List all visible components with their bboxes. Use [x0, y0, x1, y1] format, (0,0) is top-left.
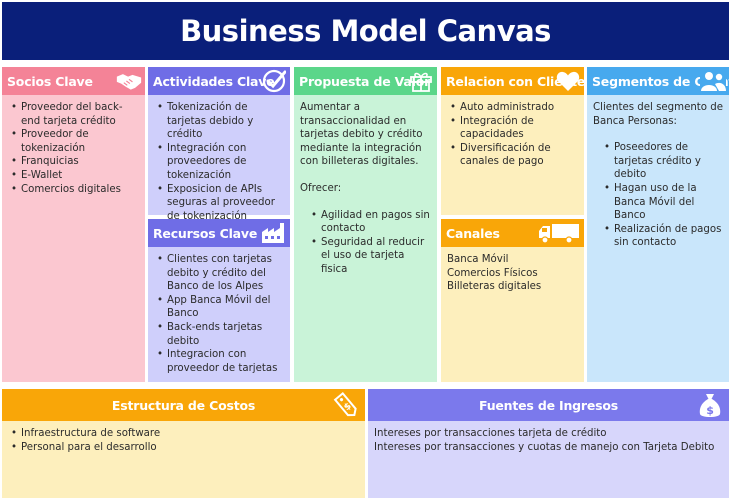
list-item: Comercios digitales: [8, 183, 139, 197]
truck-icon: [537, 221, 581, 245]
list-item: Seguridad al reducir el uso de tarjeta f…: [308, 236, 431, 277]
ingresos-line: Intereses por transacciones y cuotas de …: [374, 441, 715, 453]
list-item: Realización de pagos sin contacto: [601, 223, 723, 250]
list-item: Proveedor del back-end tarjeta crédito: [8, 101, 139, 128]
recursos-clave-title: Recursos Clave: [153, 225, 258, 241]
money-bag-icon: $: [697, 391, 723, 419]
page-title: Business Model Canvas: [180, 14, 551, 48]
list-item: Hagan uso de la Banca Móvil del Banco: [601, 182, 723, 223]
relacion-clientes-title: Relacion con Clientes: [446, 73, 584, 89]
fuentes-ingresos-block: Fuentes de Ingresos $ Intereses por tran…: [368, 389, 729, 498]
recursos-clave-block: Recursos Clave Clientes con tarjetas deb…: [148, 219, 290, 382]
list-item: E-Wallet: [8, 169, 139, 183]
list-item: Franquicias: [8, 155, 139, 169]
list-item: Auto administrado: [447, 101, 578, 115]
users-icon: [700, 69, 726, 93]
relacion-clientes-block: Relacion con Clientes Auto administrado …: [441, 67, 584, 215]
actividades-clave-title: Actividades Clave: [153, 73, 275, 89]
svg-text:$: $: [342, 402, 353, 414]
estructura-costos-block: Estructura de Costos $ Infraestructura d…: [2, 389, 365, 498]
propuesta-de-valor-header: Propuesta de Valor: [294, 67, 437, 95]
heart-icon: [555, 69, 581, 93]
canales-block: Canales Banca Móvil Comercios Físicos Bi…: [441, 219, 584, 382]
list-item: Tokenización de tarjetas debido y crédit…: [154, 101, 284, 142]
list-item: Agilidad en pagos sin contacto: [308, 209, 431, 236]
estructura-costos-header: Estructura de Costos $: [2, 389, 365, 421]
list-item: Back-ends tarjetas debito: [154, 321, 284, 348]
list-item: Exposicion de APIs seguras al proveedor …: [154, 183, 284, 224]
gift-icon: [408, 69, 434, 93]
fuentes-ingresos-header: Fuentes de Ingresos $: [368, 389, 729, 421]
segmentos-intro: Clientes del segmento de Banca Personas:: [593, 102, 724, 127]
socios-clave-header: Socios Clave: [2, 67, 145, 95]
list-item: Integracion con proveedor de tarjetas: [154, 348, 284, 375]
segmentos-cliente-title: Segmentos de Cliente: [592, 73, 729, 89]
ingresos-line: Intereses por transacciones tarjeta de c…: [374, 428, 607, 439]
list-item: Proveedor de tokenización: [8, 128, 139, 155]
list-item: Personal para el desarrollo: [8, 441, 359, 455]
list-item: Poseedores de tarjetas crédito y debito: [601, 141, 723, 182]
canales-line: Banca Móvil: [447, 254, 509, 265]
propuesta-de-valor-block: Propuesta de Valor Aumentar a transaccio…: [294, 67, 437, 382]
canales-line: Comercios Físicos: [447, 267, 538, 279]
segmentos-cliente-header: Segmentos de Cliente: [587, 67, 729, 95]
propuesta-offer-label: Ofrecer:: [300, 182, 342, 194]
list-item: Infraestructura de software: [8, 427, 359, 441]
actividades-clave-block: Actividades Clave Tokenización de tarjet…: [148, 67, 290, 222]
propuesta-de-valor-title: Propuesta de Valor: [299, 73, 431, 89]
actividades-clave-header: Actividades Clave: [148, 67, 290, 95]
socios-clave-title: Socios Clave: [7, 73, 93, 89]
factory-icon: [261, 221, 287, 245]
svg-text:$: $: [706, 404, 713, 417]
price-tag-icon: $: [332, 391, 360, 419]
recursos-clave-header: Recursos Clave: [148, 219, 290, 247]
list-item: Integración con proveedores de tokenizac…: [154, 142, 284, 183]
list-item: App Banca Móvil del Banco: [154, 294, 284, 321]
fuentes-ingresos-title: Fuentes de Ingresos: [478, 397, 619, 413]
list-item: Integración de capacidades: [447, 115, 578, 142]
relacion-clientes-header: Relacion con Clientes: [441, 67, 584, 95]
list-item: Diversificación de canales de pago: [447, 142, 578, 169]
estructura-costos-title: Estructura de Costos: [111, 397, 256, 413]
title-bar: Business Model Canvas: [2, 2, 729, 60]
handshake-icon: [116, 69, 142, 93]
canales-header: Canales: [441, 219, 584, 247]
segmentos-cliente-block: Segmentos de Cliente Clientes del segmen…: [587, 67, 729, 382]
propuesta-intro: Aumentar a transaccionalidad en tarjetas…: [300, 102, 423, 168]
socios-clave-block: Socios Clave Proveedor del back-end tarj…: [2, 67, 145, 382]
canales-title: Canales: [446, 225, 500, 241]
canales-line: Billeteras digitales: [447, 281, 542, 293]
checkmark-circle-icon: [261, 69, 287, 93]
list-item: Clientes con tarjetas debito y crédito d…: [154, 253, 284, 294]
